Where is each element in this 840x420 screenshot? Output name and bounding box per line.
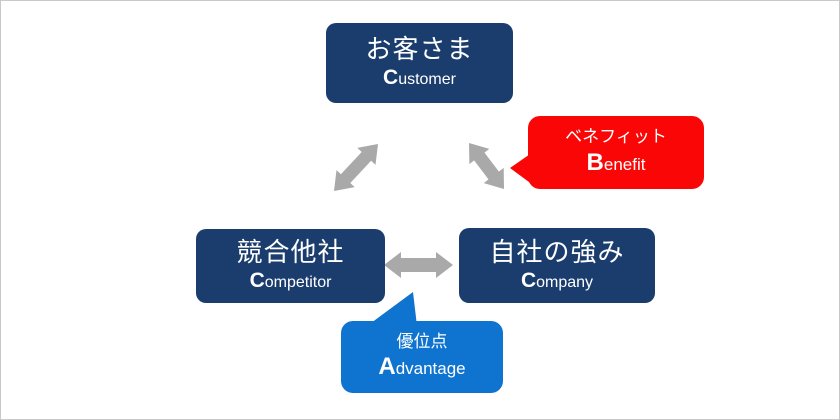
customer-node-label-jp: お客さま	[365, 34, 474, 65]
competitor-node-label-en-rest: ompetitor	[264, 274, 332, 292]
customer-node-label-en-rest: ustomer	[398, 71, 456, 89]
company-node-label-en-initial: C	[520, 268, 537, 292]
customer-node-label-en: Customer	[383, 66, 456, 90]
advantage-callout-label-en-initial: A	[378, 353, 396, 381]
advantage-callout: 優位点 Advantage	[341, 321, 503, 393]
competitor-node-label-jp: 競合他社	[236, 237, 345, 268]
advantage-callout-label-jp: 優位点	[396, 331, 448, 351]
competitor-node-label-en-initial: C	[249, 269, 265, 293]
company-node: 自社の強み Company	[459, 228, 655, 303]
customer-node-label-en-initial: C	[383, 66, 399, 90]
benefit-callout-label-jp: ベネフィット	[565, 127, 667, 147]
competitor-node: 競合他社 Competitor	[196, 229, 385, 303]
advantage-callout-label-en-rest: dvantage	[395, 359, 466, 379]
company-node-label-en-rest: ompany	[536, 273, 594, 291]
customer-node: お客さま Customer	[326, 23, 513, 103]
benefit-callout-label-en-initial: B	[586, 148, 604, 176]
customer-competitor-double-arrow-icon	[334, 144, 378, 191]
advantage-callout-label-en: Advantage	[378, 353, 465, 382]
benefit-callout-label-en: Benefit	[587, 149, 646, 178]
competitor-node-label-en: Competitor	[250, 269, 332, 293]
competitor-company-double-arrow-icon	[384, 252, 453, 278]
company-node-label-en: Company	[521, 269, 593, 293]
customer-company-double-arrow-icon	[469, 143, 504, 189]
company-node-label-jp: 自社の強み	[489, 236, 625, 267]
benefit-callout: ベネフィット Benefit	[528, 116, 704, 189]
benefit-callout-label-en-rest: enefit	[603, 154, 646, 174]
